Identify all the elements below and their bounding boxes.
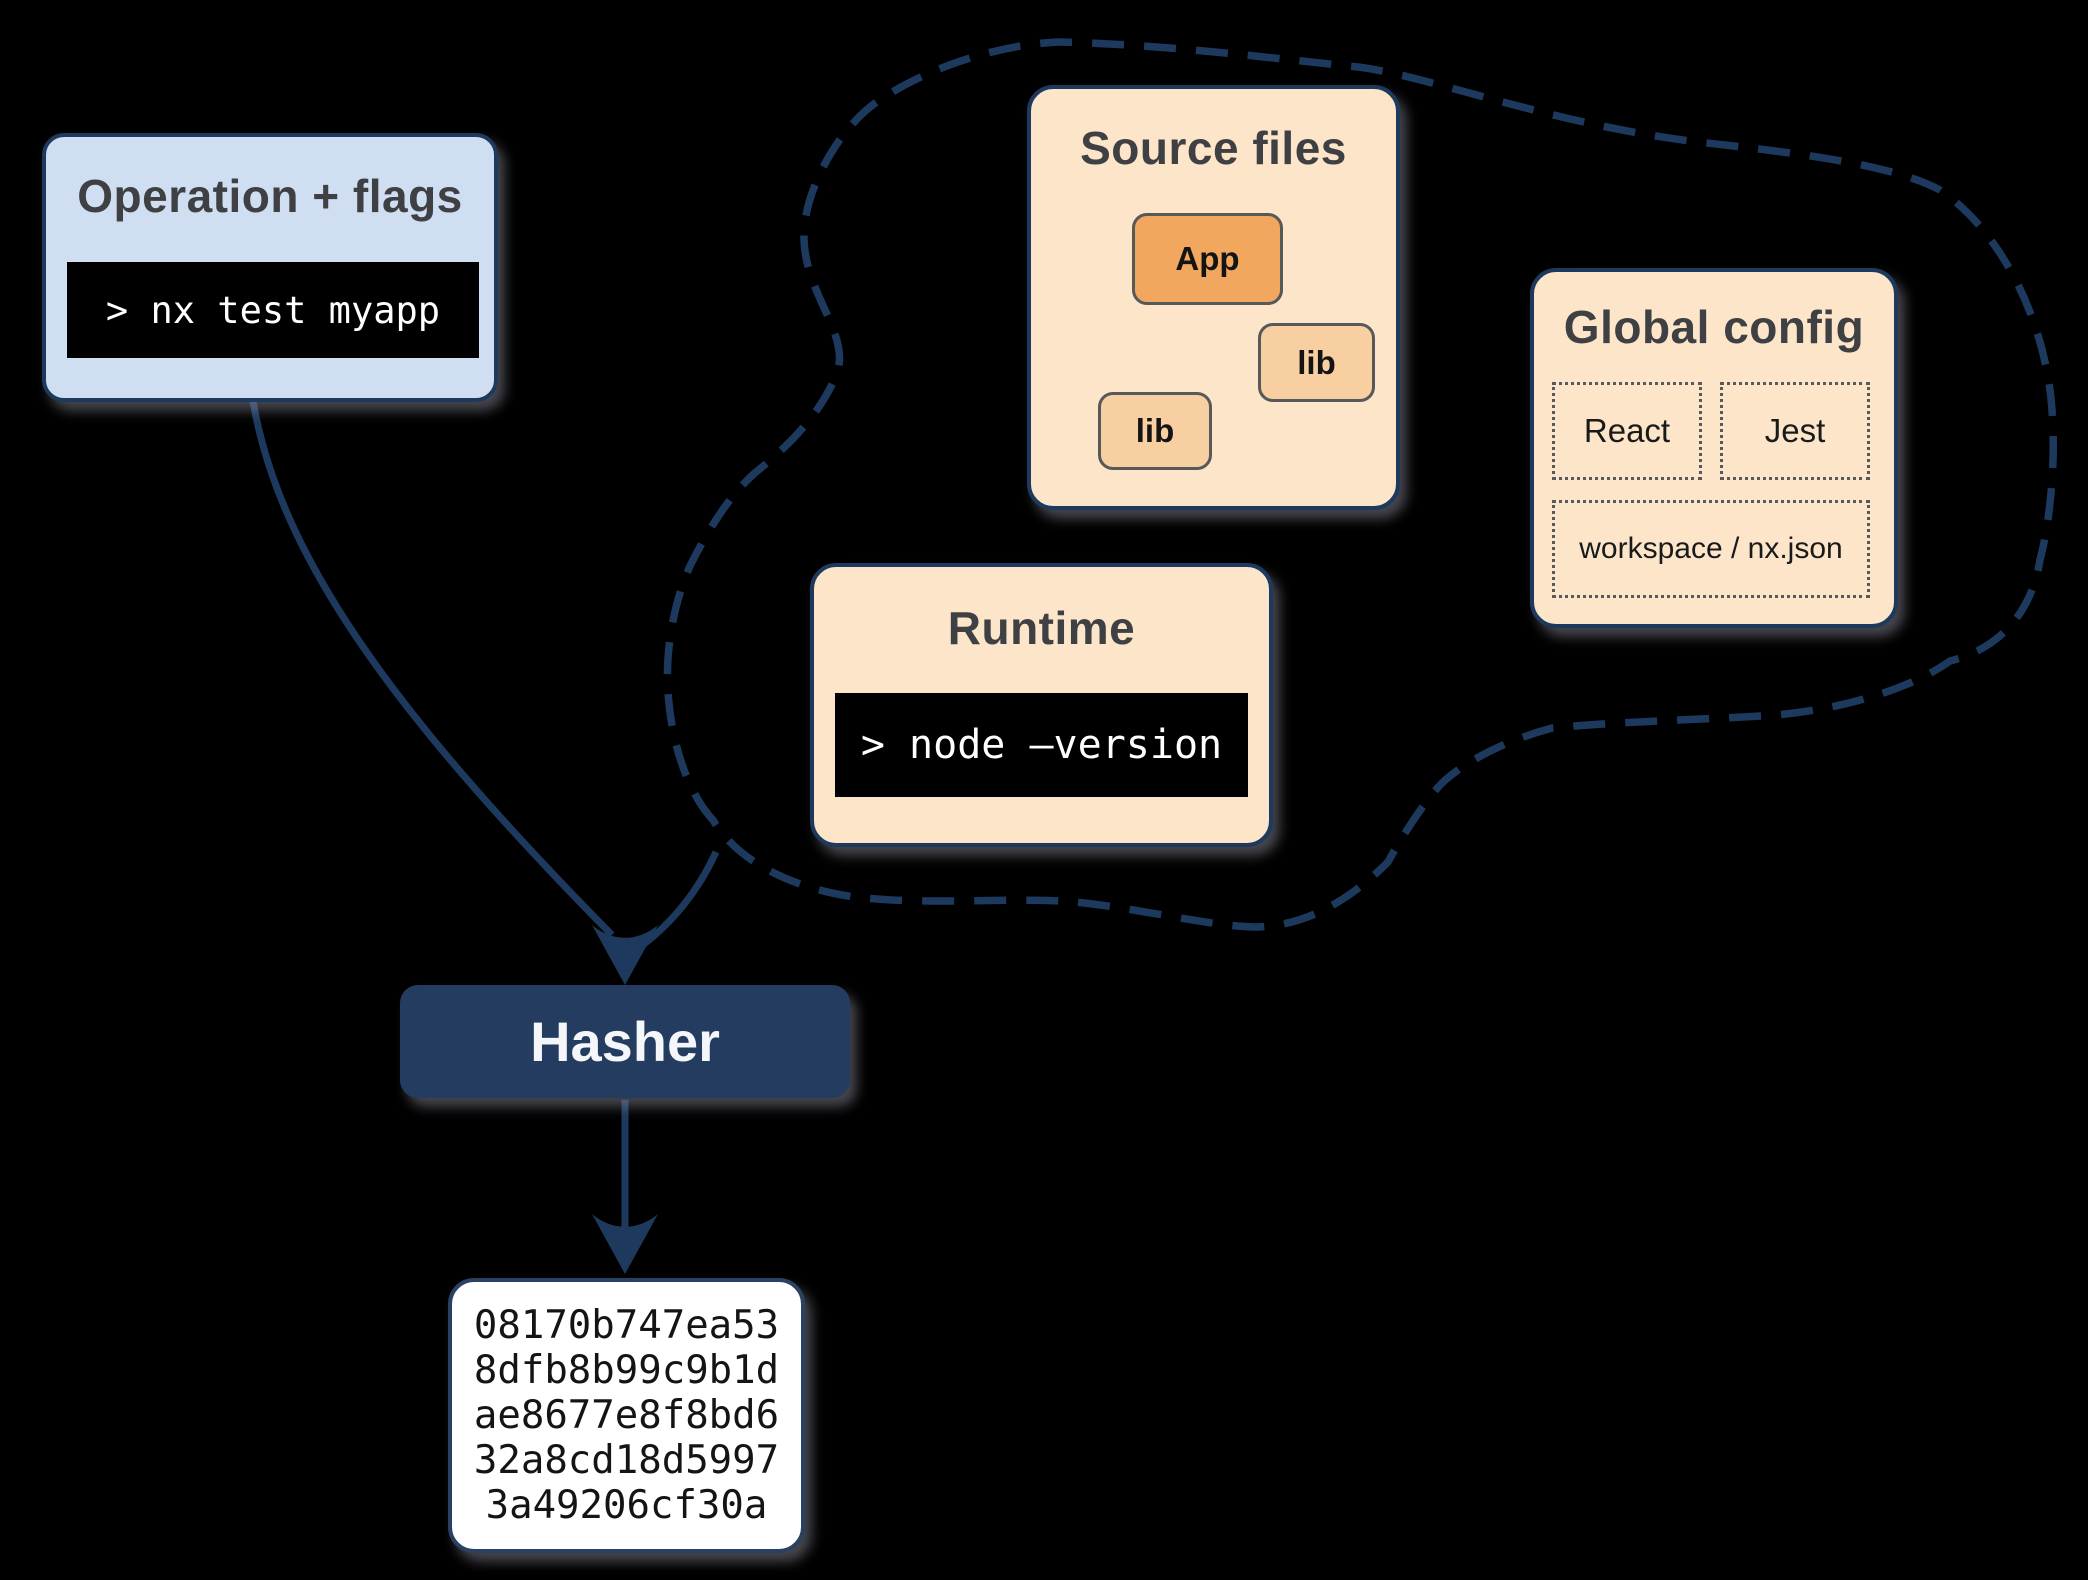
- app-node: App: [1132, 213, 1283, 305]
- hasher-label: Hasher: [530, 1010, 720, 1073]
- hash-line: 3a49206cf30a: [485, 1483, 768, 1528]
- react-config-box: React: [1552, 382, 1702, 480]
- runtime-title: Runtime: [947, 602, 1136, 654]
- cloud-outline: [663, 38, 2057, 931]
- jest-config-box: Jest: [1720, 382, 1870, 480]
- runtime-command: > node –version: [860, 722, 1223, 768]
- operation-terminal: > nx test myapp: [67, 262, 479, 358]
- global-config-title: Global config: [1563, 301, 1865, 353]
- source-files-panel: Source files App lib lib: [1027, 85, 1400, 510]
- lib-node-right-label: lib: [1297, 343, 1336, 381]
- lib-node-left: lib: [1098, 392, 1212, 470]
- operation-flags-panel: Operation + flags > nx test myapp: [42, 133, 498, 402]
- operation-flags-title: Operation + flags: [77, 170, 463, 222]
- runtime-panel: Runtime > node –version: [810, 563, 1273, 847]
- source-files-title: Source files: [1080, 122, 1347, 174]
- workspace-config-label: workspace / nx.json: [1579, 532, 1843, 565]
- hash-line: 8dfb8b99c9b1d: [473, 1348, 780, 1393]
- hash-line: 32a8cd18d5997: [473, 1438, 780, 1483]
- jest-config-label: Jest: [1764, 412, 1826, 449]
- operation-command: > nx test myapp: [105, 288, 441, 332]
- hash-line: 08170b747ea53: [473, 1303, 780, 1348]
- global-config-panel: Global config React Jest workspace / nx.…: [1530, 268, 1898, 628]
- hash-output-box: 08170b747ea53 8dfb8b99c9b1d ae8677e8f8bd…: [448, 1278, 805, 1553]
- lib-node-right: lib: [1258, 323, 1375, 402]
- hash-line: ae8677e8f8bd6: [473, 1393, 780, 1438]
- app-node-label: App: [1175, 240, 1240, 277]
- hasher-node: Hasher: [400, 985, 850, 1098]
- hash-arrowhead-icon: [592, 1214, 658, 1274]
- react-config-label: React: [1583, 412, 1671, 449]
- workspace-config-box: workspace / nx.json: [1552, 500, 1870, 598]
- runtime-terminal: > node –version: [835, 693, 1248, 797]
- merge-arrowhead-icon: [592, 925, 658, 985]
- operation-to-hasher-arrow: [249, 400, 615, 938]
- lib-node-left-label: lib: [1135, 412, 1175, 449]
